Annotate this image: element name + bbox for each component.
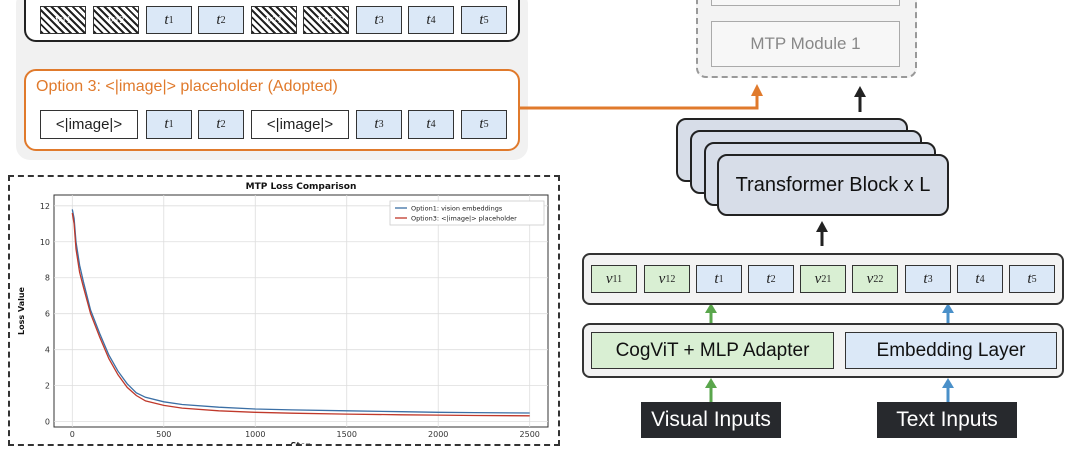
y-tick-label: 8 xyxy=(45,274,50,283)
loss-chart-frame xyxy=(8,175,560,446)
plot-area xyxy=(53,194,549,428)
y-tick-label: 4 xyxy=(45,346,50,355)
cogvit-adapter-box: CogViT + MLP Adapter xyxy=(591,332,834,369)
legend-box xyxy=(389,200,545,226)
y-tick-label: 10 xyxy=(40,238,50,247)
option3-title: Option 3: <|image|> placeholder (Adopted… xyxy=(36,78,338,95)
x-tick-label: 2000 xyxy=(428,430,448,439)
legend-label: Option1: vision embeddings xyxy=(411,205,503,213)
loss-chart: 0 500 1000 1500 2000 2500 0 2 4 6 8 10 12 MTP Loss Co… xyxy=(17,182,549,444)
cogvit-adapter-label: CogViT + MLP Adapter xyxy=(615,339,810,361)
transformer-block: Transformer Block x L xyxy=(717,154,949,216)
x-tick-label: 1000 xyxy=(245,430,265,439)
visual-inputs-label: Visual Inputs xyxy=(641,402,781,438)
orange-arrowhead xyxy=(751,84,763,96)
series-line-1 xyxy=(71,209,530,414)
y-tick-label: 6 xyxy=(45,310,50,319)
chart-title: MTP Loss Comparison xyxy=(246,182,357,192)
embedding-layer-box: Embedding Layer xyxy=(845,332,1057,369)
transformer-block-label: Transformer Block x L xyxy=(735,173,931,196)
legend-label: Option3: <|image|> placeholder xyxy=(411,215,517,223)
image-placeholder-token: <|image|> xyxy=(251,110,349,139)
y-tick-label: 12 xyxy=(40,202,50,211)
y-tick-label: 2 xyxy=(45,382,50,391)
mtp-module-1: MTP Module 1 xyxy=(711,21,900,67)
x-axis-label: Step xyxy=(291,441,312,444)
embedding-layer-label: Embedding Layer xyxy=(876,339,1026,361)
x-tick-label: 1500 xyxy=(337,430,357,439)
text-inputs-label: Text Inputs xyxy=(877,402,1017,438)
x-tick-label: 0 xyxy=(70,430,75,439)
blue-arrow-text xyxy=(942,378,954,388)
image-placeholder-token: <|image|> xyxy=(40,110,138,139)
series-line-2 xyxy=(71,212,530,417)
x-tick-label: 500 xyxy=(156,430,171,439)
green-arrow-visual xyxy=(705,378,717,388)
y-tick-label: 0 xyxy=(45,418,50,427)
y-axis-label: Loss Value xyxy=(17,286,26,334)
mtp-module-2-partial xyxy=(711,0,900,6)
mtp-module-label: MTP Module 1 xyxy=(750,34,861,53)
x-tick-label: 2500 xyxy=(520,430,540,439)
orange-connector-arrow xyxy=(520,93,759,110)
